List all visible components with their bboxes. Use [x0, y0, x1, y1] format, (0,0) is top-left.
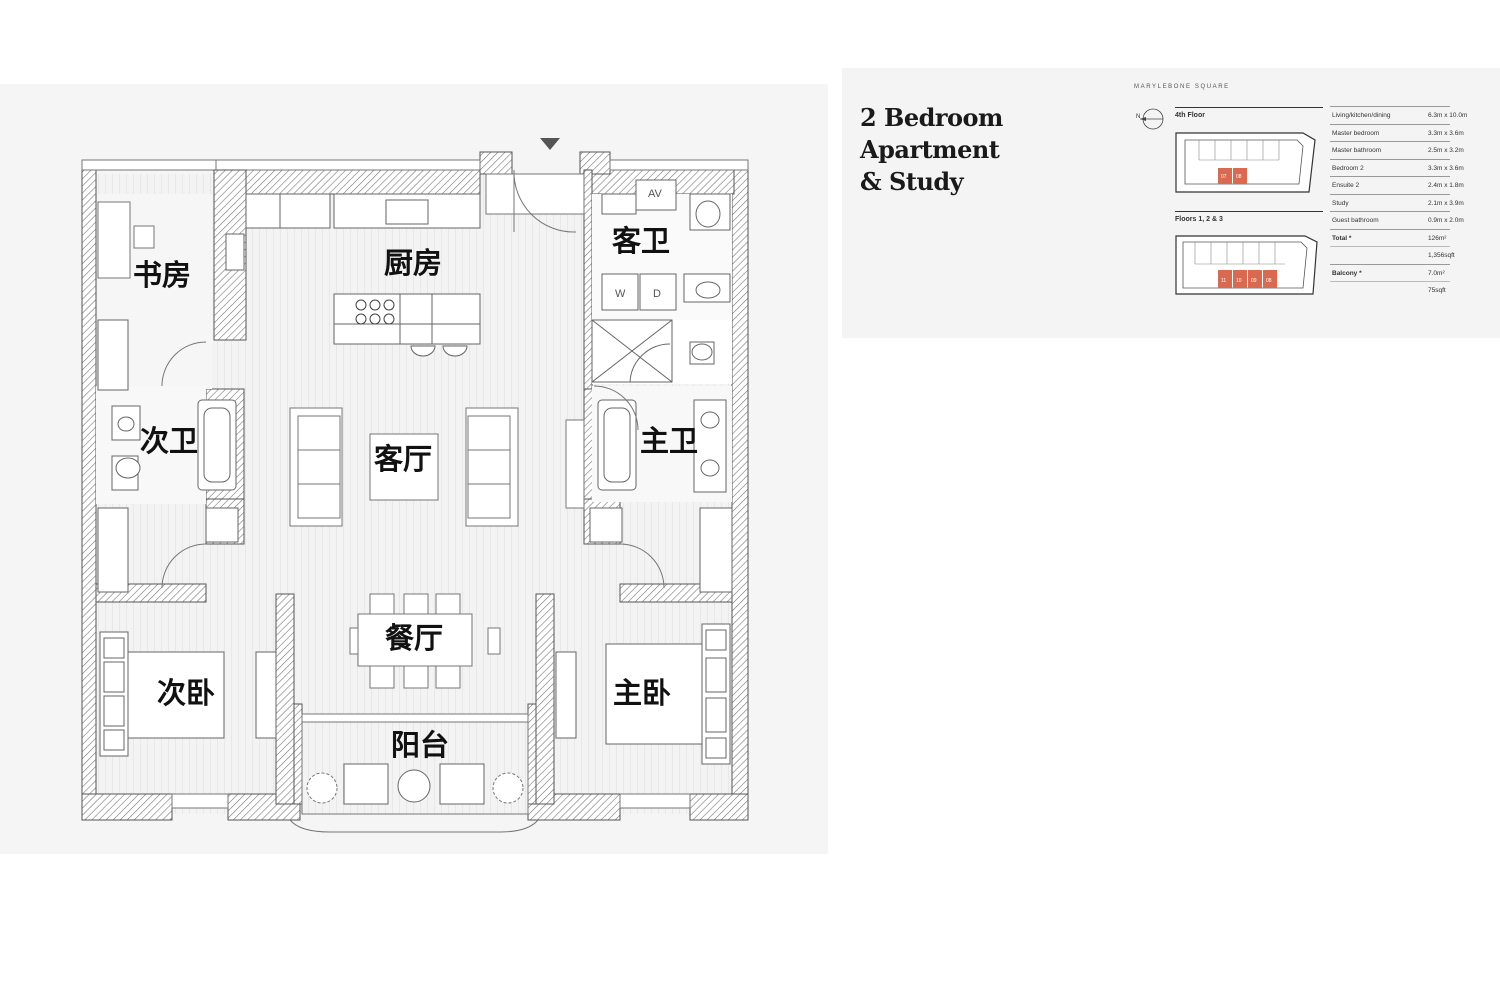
divider: [1175, 211, 1323, 212]
dining-furniture: [349, 593, 501, 689]
divider: [1175, 107, 1323, 108]
title-line-1: 2 Bedroom: [860, 103, 1003, 132]
floors-123-keyplan: [1175, 235, 1318, 295]
wardrobes: [97, 319, 733, 593]
washer-label: W: [615, 288, 626, 300]
spec-row-balcony: Balcony *7.0m²: [1330, 263, 1450, 282]
info-panel: 2 Bedroom Apartment & Study MARYLEBONE S…: [842, 68, 1500, 338]
bar-stools: [410, 345, 468, 357]
floor-4-label: 4th Floor: [1175, 112, 1205, 119]
title-line-3: & Study: [860, 167, 964, 196]
utility-fixtures: [601, 179, 731, 311]
second-bath-fixtures: [111, 399, 239, 543]
spec-row-total: Total *126m²: [1330, 228, 1450, 247]
room-label-study: 书房: [133, 260, 192, 292]
av-label: AV: [648, 188, 662, 200]
entrance-arrow-icon: [540, 138, 560, 150]
room-label-guest-wc: 客卫: [612, 226, 671, 258]
door-swings: [161, 341, 665, 589]
living-furniture: [289, 407, 519, 527]
floor-plan-panel: 书房 厨房 客卫 次卫 客厅 主卫 餐厅 次卧 主卧 阳台 AV W D: [0, 84, 828, 854]
unit-08: 08: [1236, 174, 1242, 180]
second-bedroom-furniture: [99, 631, 277, 757]
apartment-title: 2 Bedroom Apartment & Study: [860, 102, 1003, 198]
tv-unit: [565, 419, 585, 509]
room-label-second-bedroom: 次卧: [157, 678, 216, 710]
entrance: [485, 169, 585, 233]
compass-north-label: N: [1136, 114, 1141, 120]
room-label-balcony: 阳台: [391, 730, 450, 762]
compass-icon: [1140, 108, 1164, 130]
balcony-area: [289, 713, 539, 833]
title-line-2: Apartment: [860, 135, 1000, 164]
unit-07: 07: [1221, 174, 1227, 180]
room-label-living: 客厅: [374, 444, 433, 476]
room-label-master-bedroom: 主卧: [613, 678, 672, 710]
unit-11: 11: [1221, 278, 1227, 284]
master-bath-fixtures: [589, 319, 727, 543]
unit-08b: 08: [1266, 278, 1272, 284]
brand-name: MARYLEBONE SQUARE: [1134, 84, 1230, 90]
room-label-dining: 餐厅: [385, 623, 444, 655]
room-label-master-bath: 主卫: [640, 426, 699, 458]
dryer-label: D: [653, 288, 661, 300]
floor-123-label: Floors 1, 2 & 3: [1175, 216, 1223, 223]
room-label-kitchen: 厨房: [384, 248, 443, 280]
spec-row-balcony-sqft: 75sqft: [1330, 281, 1450, 299]
master-bedroom-furniture: [555, 623, 731, 765]
unit-09: 09: [1251, 278, 1257, 284]
floor-plan-drawing: [81, 138, 749, 833]
unit-10: 10: [1236, 278, 1242, 284]
spec-row-total-sqft: 1,356sqft: [1330, 246, 1455, 264]
room-label-second-bath: 次卫: [140, 426, 199, 458]
window-strips: [81, 159, 749, 809]
hob-burners: [355, 299, 395, 325]
floor-4-keyplan: [1175, 132, 1316, 193]
